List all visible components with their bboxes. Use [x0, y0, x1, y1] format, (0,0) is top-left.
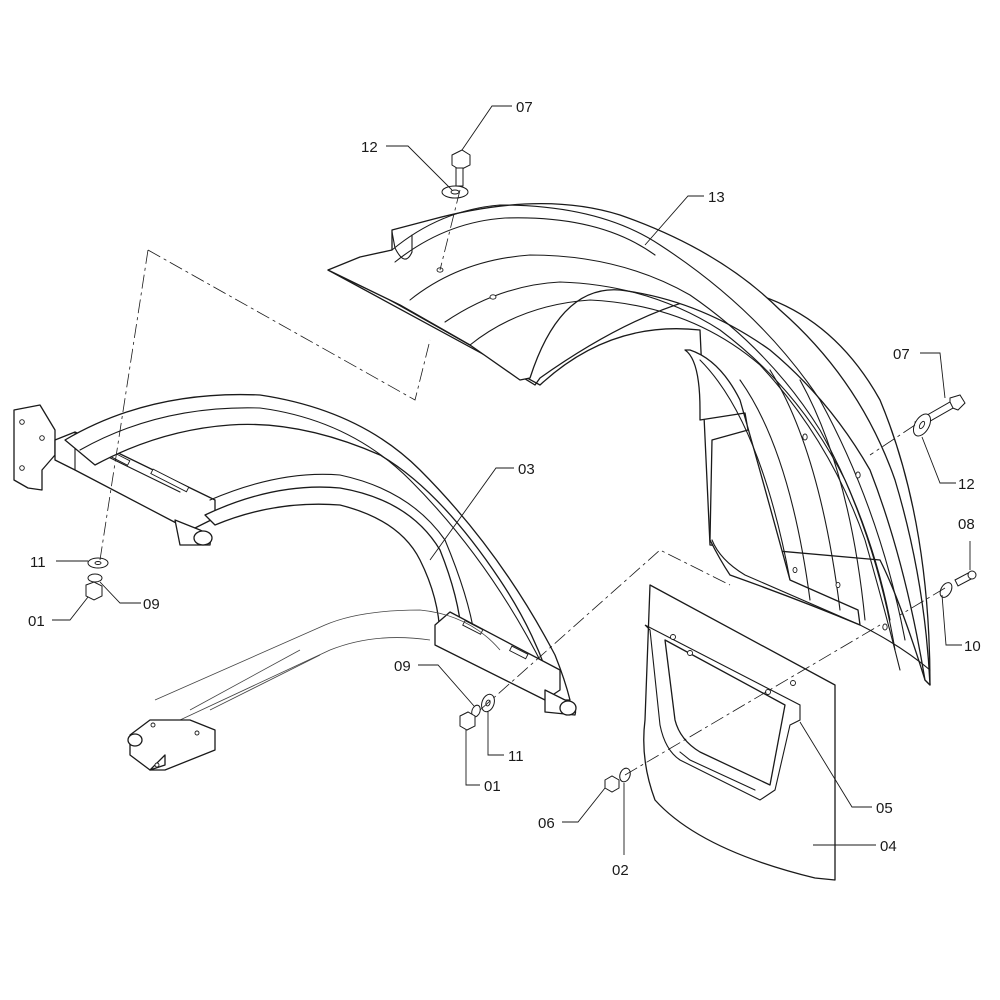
callout-07-right: 07: [893, 346, 910, 363]
flap-support-plate: [679, 751, 756, 791]
washer-left: [87, 557, 109, 569]
callout-04: 04: [880, 838, 897, 855]
mud-flap: [643, 584, 836, 881]
callout-01-left: 01: [28, 613, 45, 630]
callout-labels: 07 12 13 07 12 03 08 10 11 09 01 09 11 0…: [28, 99, 981, 879]
callout-09-left: 09: [143, 596, 160, 613]
callout-12-right: 12: [958, 476, 975, 493]
callout-01-lower: 01: [484, 778, 501, 795]
callout-03: 03: [518, 461, 535, 478]
callout-08: 08: [958, 516, 975, 533]
callout-02: 02: [612, 862, 629, 879]
callout-13: 13: [708, 189, 725, 206]
leader-lines: [52, 105, 971, 855]
nut-lower: [459, 711, 476, 731]
callout-06: 06: [538, 815, 555, 832]
callout-05: 05: [876, 800, 893, 817]
callout-11-lower: 11: [508, 748, 524, 765]
support-bracket-frame: [13, 393, 577, 771]
assembly-center-lines: [99, 189, 946, 776]
bolt-small-right: [954, 570, 977, 587]
callout-07-top: 07: [516, 99, 533, 116]
fender-shell: [327, 203, 931, 686]
bolt-top: [451, 149, 471, 187]
lockwasher-left: [87, 573, 103, 583]
callout-09-lower: 09: [394, 658, 411, 675]
washer-top: [441, 185, 469, 199]
nut-left: [85, 581, 103, 601]
callout-11-left: 11: [30, 554, 46, 571]
callout-12-top: 12: [361, 139, 378, 156]
nut-flap: [604, 775, 620, 793]
washer-right: [912, 413, 932, 437]
washer-small-right: [939, 582, 953, 598]
callout-10: 10: [964, 638, 981, 655]
